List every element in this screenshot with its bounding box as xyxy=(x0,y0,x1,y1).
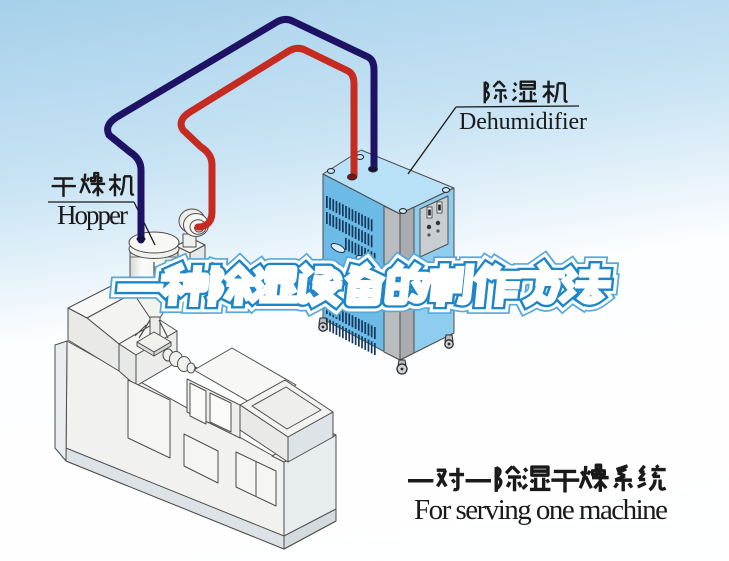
svg-text:Hopper: Hopper xyxy=(57,200,128,230)
svg-text:For serving one machine: For serving one machine xyxy=(414,494,668,526)
svg-text:Dehumidifier: Dehumidifier xyxy=(459,109,587,135)
